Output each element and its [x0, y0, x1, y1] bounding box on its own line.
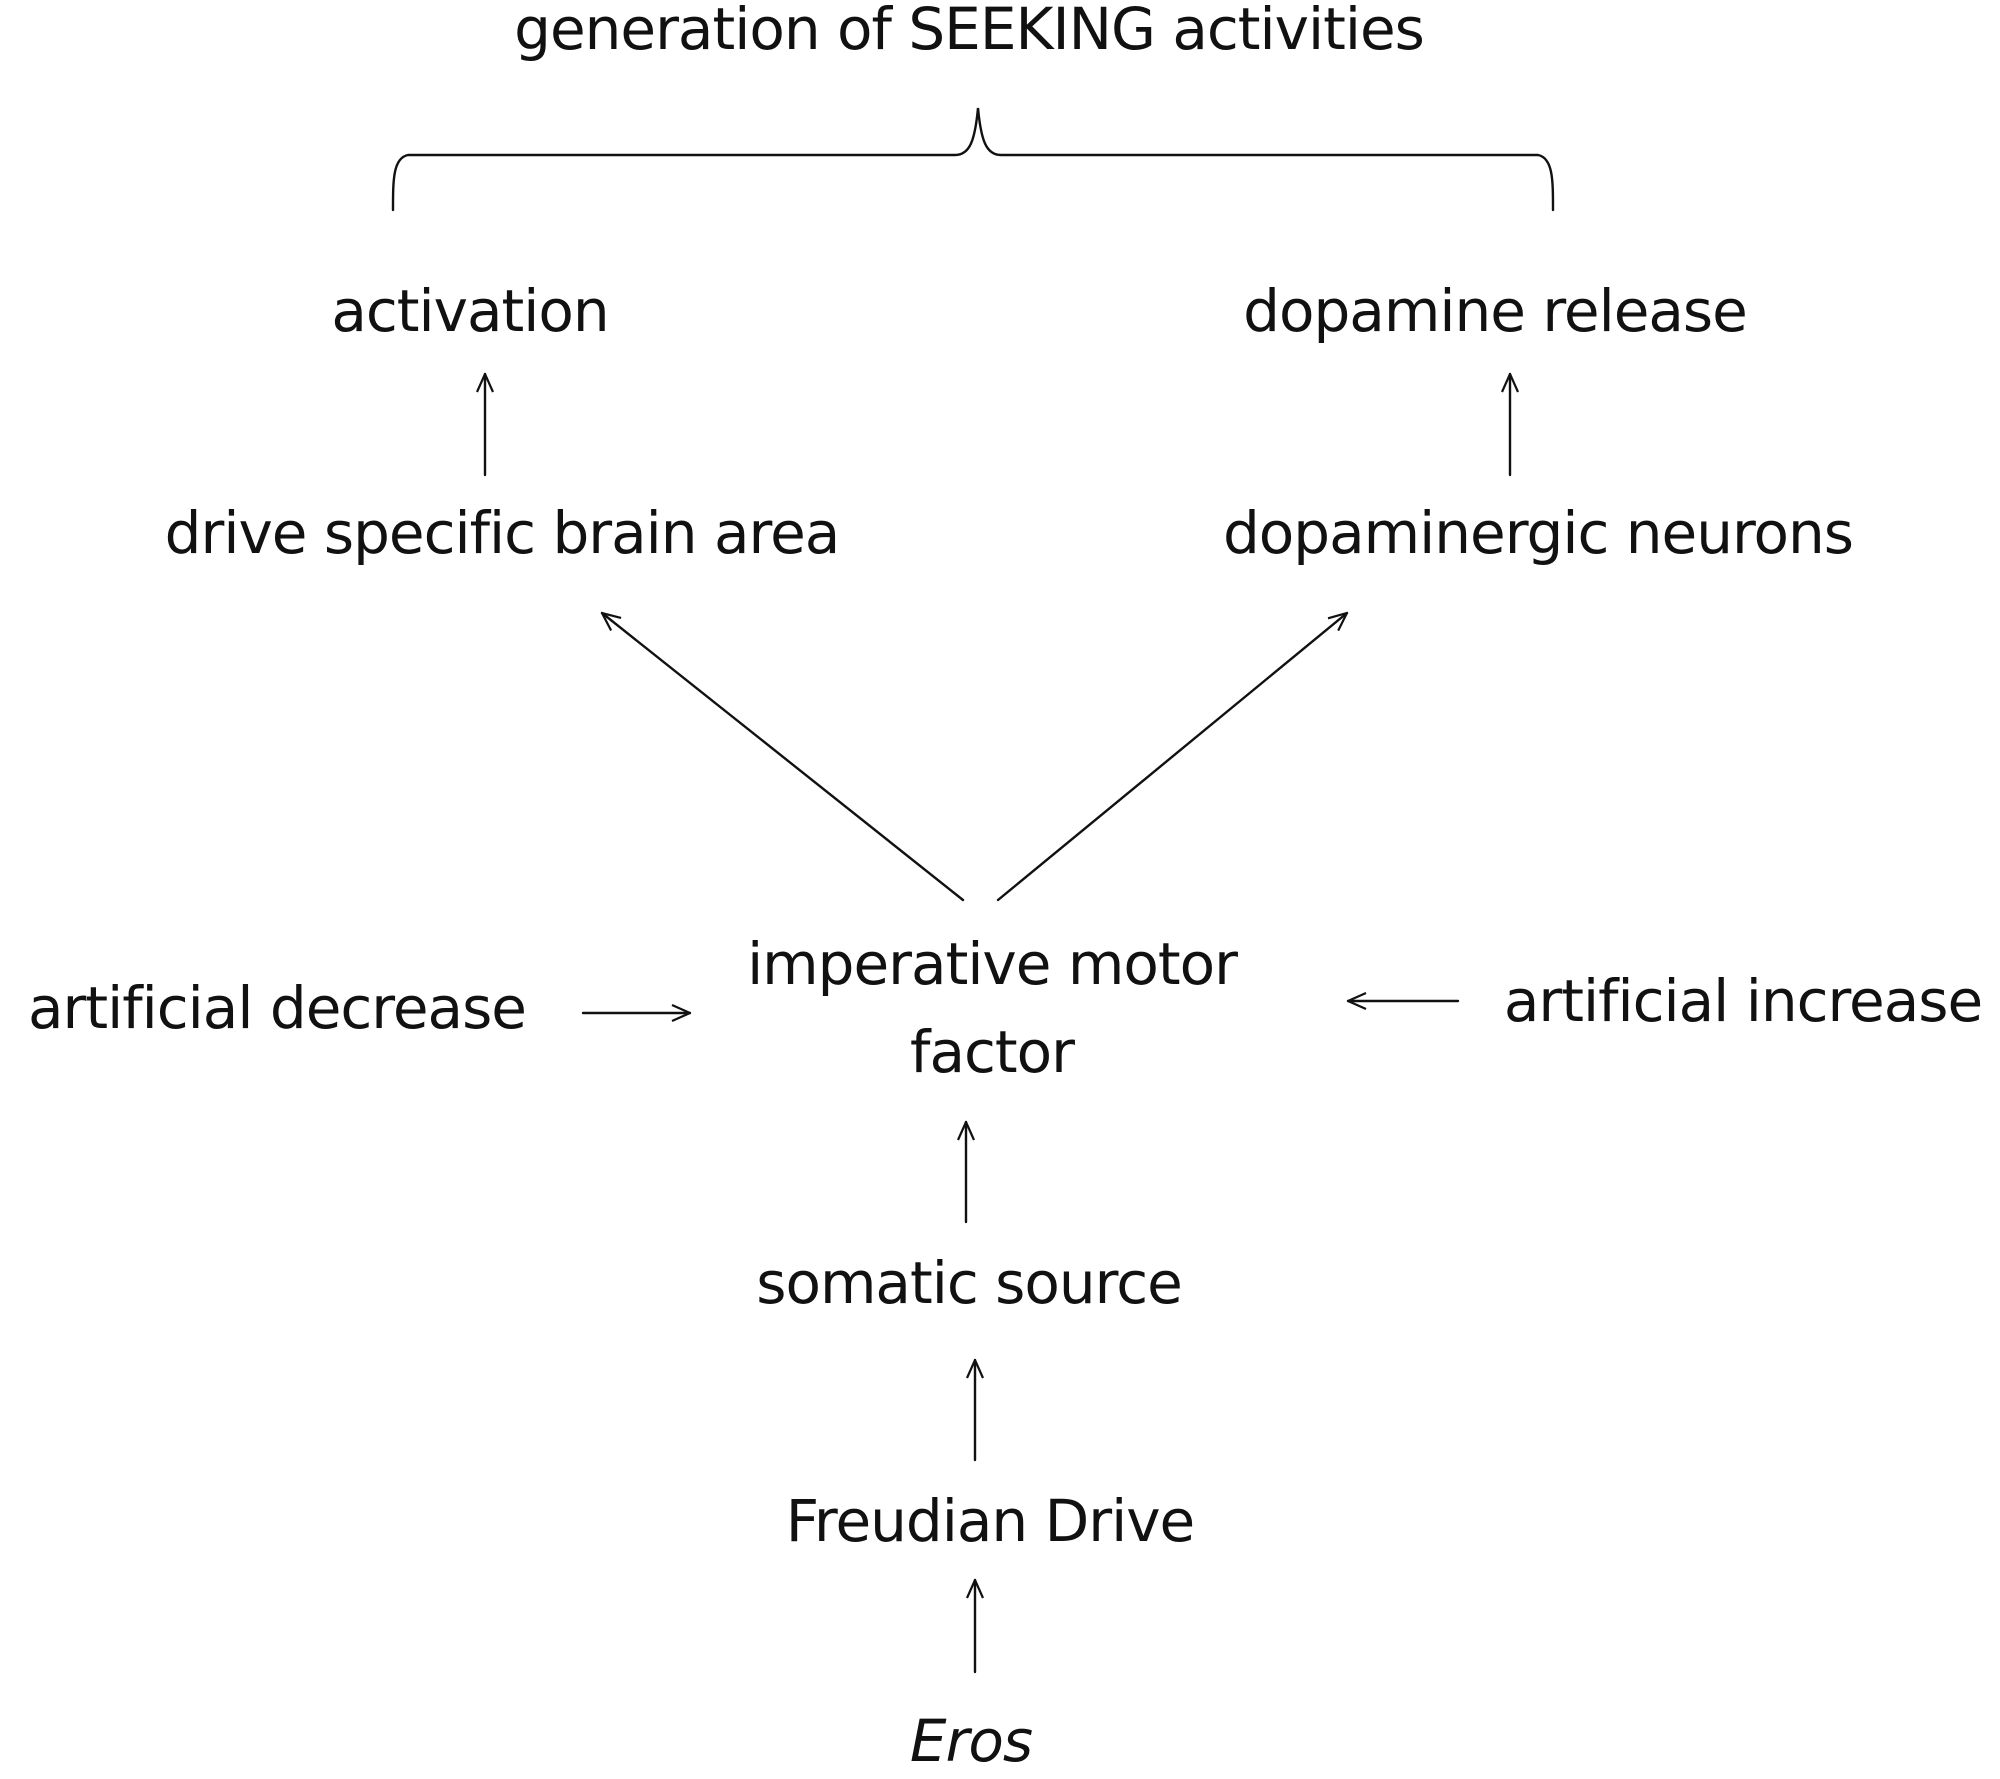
- node-imperative-motor-factor: imperative motor factor: [747, 920, 1238, 1096]
- node-drive-specific-brain-area: drive specific brain area: [164, 499, 841, 567]
- node-freudian-drive: Freudian Drive: [785, 1487, 1195, 1555]
- node-artificial-increase: artificial increase: [1503, 967, 1983, 1035]
- node-dopamine-release: dopamine release: [1243, 277, 1748, 345]
- node-activation: activation: [331, 277, 609, 345]
- node-eros: Eros: [909, 1707, 1033, 1775]
- node-artificial-decrease: artificial decrease: [28, 974, 527, 1042]
- seeking-brace: [391, 107, 1555, 212]
- node-dopaminergic-neurons: dopaminergic neurons: [1222, 499, 1854, 567]
- arrow-motor-factor-to-brain-area: [602, 613, 965, 902]
- arrow-motor-factor-to-neurons: [996, 613, 1347, 902]
- title-seeking-activities: generation of SEEKING activities: [514, 0, 1425, 63]
- motor-factor-line-1: imperative motor: [747, 930, 1238, 998]
- motor-factor-line-2: factor: [910, 1018, 1075, 1086]
- node-somatic-source: somatic source: [756, 1249, 1183, 1317]
